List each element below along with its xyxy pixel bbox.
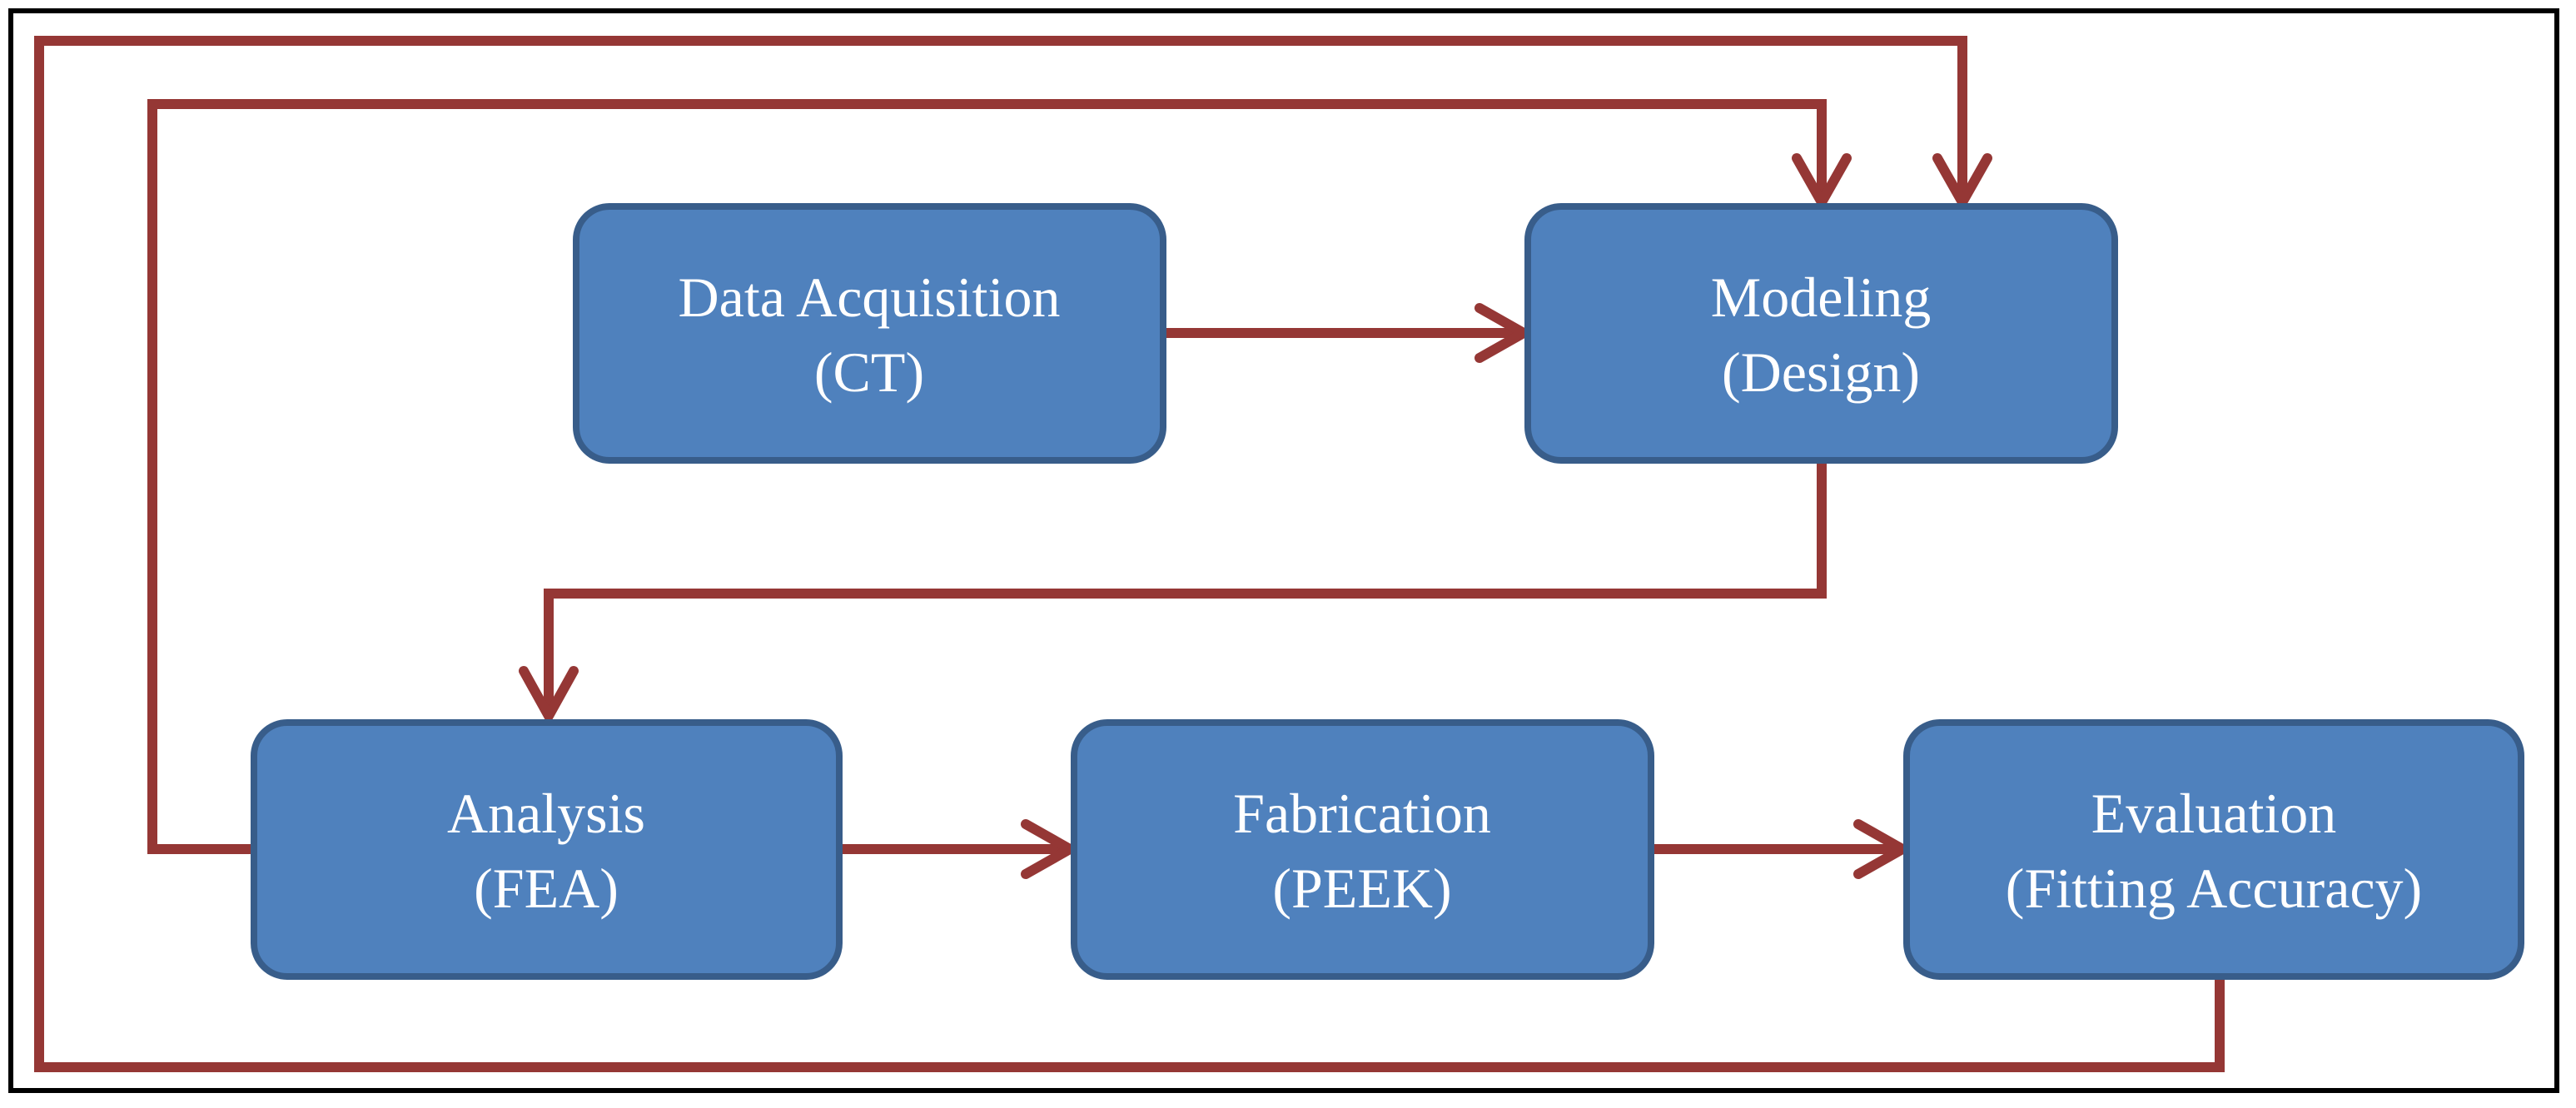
connectors	[34, 36, 2225, 1072]
edge-analysis-feedback-to-modeling	[147, 99, 1827, 854]
node-data-acquisition-subtitle: (CT)	[814, 340, 924, 404]
arrowhead-into-evaluation	[1853, 819, 1913, 879]
node-data-acquisition-title: Data Acquisition	[679, 266, 1061, 329]
node-evaluation-subtitle: (Fitting Accuracy)	[2006, 857, 2422, 920]
node-evaluation: Evaluation (Fitting Accuracy)	[1903, 719, 2524, 980]
arrowhead-into-modeling-left	[1474, 303, 1534, 363]
node-modeling-subtitle: (Design)	[1722, 340, 1920, 404]
arrowhead-evaluation-feedback	[1932, 153, 1992, 213]
node-data-acquisition: Data Acquisition (CT)	[573, 203, 1166, 464]
node-analysis-subtitle: (FEA)	[474, 857, 619, 920]
node-fabrication-title: Fabrication	[1233, 782, 1491, 845]
node-fabrication-subtitle: (PEEK)	[1272, 857, 1451, 920]
diagram-frame	[8, 8, 2559, 1093]
arrowhead-analysis-feedback	[1792, 153, 1852, 213]
edge-evaluation-feedback-to-modeling	[34, 36, 2225, 1072]
arrowhead-into-analysis	[519, 666, 579, 727]
node-modeling-title: Modeling	[1711, 266, 1931, 329]
node-evaluation-title: Evaluation	[2091, 782, 2337, 845]
edge-modeling-to-analysis	[544, 463, 1827, 712]
node-fabrication: Fabrication (PEEK)	[1071, 719, 1654, 980]
arrowhead-into-fabrication	[1021, 819, 1081, 879]
node-modeling: Modeling (Design)	[1524, 203, 2118, 464]
node-analysis: Analysis (FEA)	[251, 719, 843, 980]
node-analysis-title: Analysis	[447, 782, 645, 845]
